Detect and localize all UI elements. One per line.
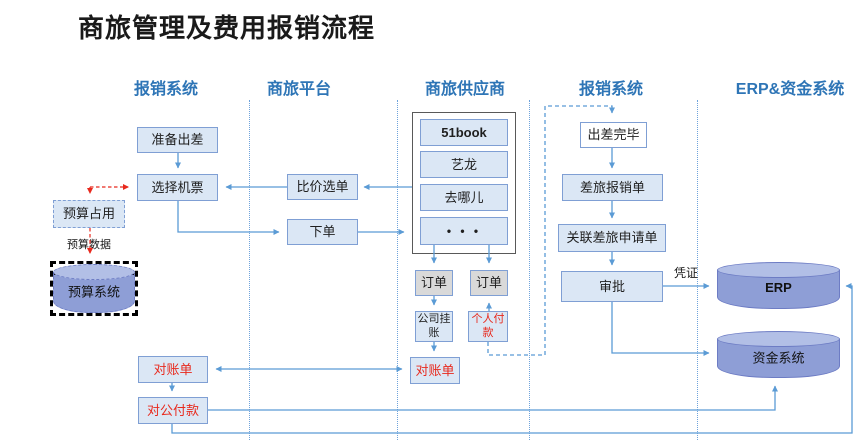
node-link-request: 关联差旅申请单 (558, 224, 666, 252)
edge-approve-to-fund (611, 302, 710, 356)
node-compare-order: 比价选单 (287, 174, 358, 200)
node-supplier-51book: 51book (420, 119, 508, 146)
page-title: 商旅管理及费用报销流程 (78, 13, 376, 43)
cylinder-top (717, 262, 840, 278)
node-select-ticket: 选择机票 (137, 174, 218, 201)
lane-header-travel-supplier: 商旅供应商 (424, 81, 505, 98)
node-order-personal: 订单 (470, 270, 508, 296)
node-prepare-trip: 准备出差 (137, 127, 218, 153)
lane-divider (249, 100, 250, 440)
node-budget-hold: 预算占用 (53, 200, 125, 228)
lane-divider (697, 100, 698, 440)
node-order-company: 订单 (415, 270, 453, 296)
node-expense-report: 差旅报销单 (562, 174, 663, 201)
node-corp-pay: 对公付款 (138, 397, 208, 424)
lane-header-expense-system-2: 报销系统 (578, 81, 643, 98)
node-supplier-qunar: 去哪儿 (420, 184, 508, 211)
node-trip-done: 出差完毕 (580, 122, 647, 148)
node-approve: 审批 (561, 271, 663, 302)
lane-divider (397, 100, 398, 440)
node-company-credit: 公司挂账 (415, 311, 453, 342)
lane-divider (529, 100, 530, 440)
cylinder-top (717, 331, 840, 347)
cylinder-label: 资金系统 (752, 349, 805, 365)
edge-label-voucher: 凭证 (673, 266, 698, 280)
node-budget-system-cylinder: 预算系统 (50, 261, 138, 316)
node-supplier-more: • • • (420, 217, 508, 245)
node-place-order: 下单 (287, 219, 358, 245)
node-recon-supplier: 对账单 (410, 357, 460, 384)
cylinder-label: ERP (765, 279, 792, 295)
lane-header-erp-fund-system: ERP&资金系统 (735, 81, 845, 98)
edge-corp-pay-to-fund (208, 385, 778, 411)
lane-header-expense-system-1: 报销系统 (133, 81, 198, 98)
node-supplier-yilong: 艺龙 (420, 151, 508, 178)
cylinder-top (53, 264, 135, 280)
cylinder-label: 预算系统 (67, 283, 120, 299)
node-personal-pay: 个人付款 (468, 311, 508, 342)
node-erp-cylinder: ERP (717, 262, 840, 309)
edge-label-budget-data: 预算数据 (67, 239, 111, 251)
lane-header-travel-platform: 商旅平台 (266, 81, 331, 98)
node-recon-left: 对账单 (138, 356, 208, 383)
node-fund-system-cylinder: 资金系统 (717, 331, 840, 378)
edge-select-to-place-order (177, 201, 280, 235)
